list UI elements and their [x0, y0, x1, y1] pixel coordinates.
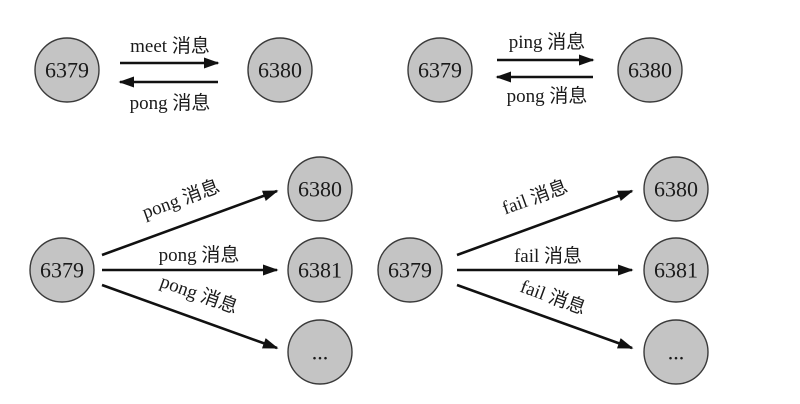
node-6379	[29, 237, 95, 303]
node-6381	[643, 237, 709, 303]
node-label: 6380	[628, 58, 672, 83]
panel-meet-pong: 6379 6380 meet 消息 pong 消息	[34, 35, 313, 114]
pong-message-label: pong 消息	[130, 92, 211, 114]
arrow-pong-more	[101, 283, 279, 350]
meet-message-label: meet 消息	[130, 35, 210, 57]
node-label: 6379	[388, 258, 432, 283]
node-6380	[643, 156, 709, 222]
node-label: 6381	[654, 258, 698, 283]
node-more	[287, 319, 353, 385]
arrow-fail-more	[456, 283, 634, 350]
node-label: 6379	[45, 58, 89, 83]
panel-fail-broadcast: 6379 6380 6381 ... fail 消息 fail 消息 fail …	[377, 156, 709, 385]
fail-message-label: fail 消息	[517, 275, 588, 319]
panel-ping-pong: 6379 6380 ping 消息 pong 消息	[407, 31, 683, 107]
node-label: 6380	[258, 58, 302, 83]
node-label: 6379	[418, 58, 462, 83]
node-6381	[287, 237, 353, 303]
node-6380	[247, 37, 313, 103]
fail-message-label: fail 消息	[499, 175, 570, 219]
node-6380	[617, 37, 683, 103]
fail-message-label: fail 消息	[514, 245, 582, 267]
pong-message-label: pong 消息	[159, 244, 240, 266]
arrow-fail-6380	[456, 189, 634, 257]
node-label: 6381	[298, 258, 342, 283]
node-6379	[407, 37, 473, 103]
node-label: 6380	[654, 177, 698, 202]
node-6379	[377, 237, 443, 303]
node-label: ...	[312, 340, 329, 365]
node-6380	[287, 156, 353, 222]
node-more	[643, 319, 709, 385]
node-label: 6380	[298, 177, 342, 202]
panel-pong-broadcast: 6379 6380 6381 ... pong 消息 pong 消息 pong …	[29, 156, 353, 385]
node-label: ...	[668, 340, 685, 365]
arrow-pong-6380	[101, 189, 279, 257]
ping-message-label: ping 消息	[509, 31, 586, 53]
pong-message-label: pong 消息	[157, 270, 240, 318]
node-label: 6379	[40, 258, 84, 283]
pong-message-label: pong 消息	[507, 85, 588, 107]
node-6379	[34, 37, 100, 103]
